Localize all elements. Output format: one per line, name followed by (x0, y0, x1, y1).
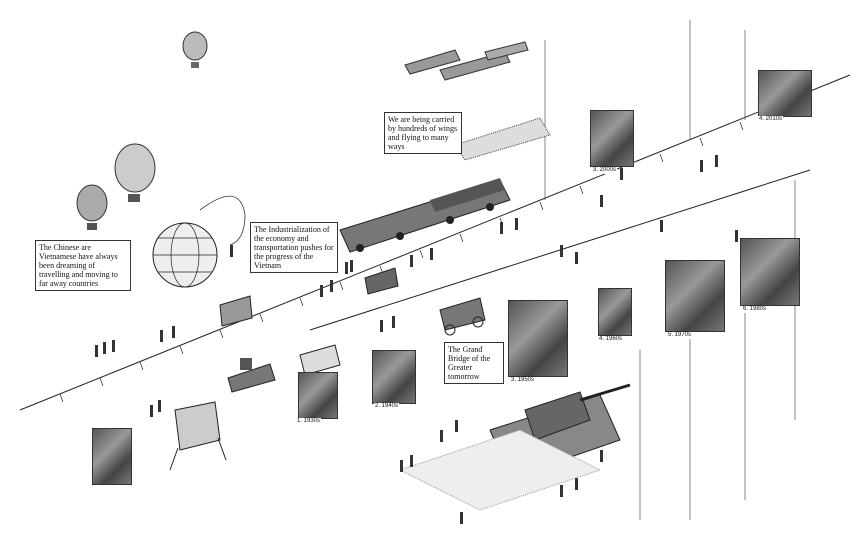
road-patch (398, 429, 602, 511)
photo-2000s (590, 110, 634, 167)
train-icon (339, 178, 511, 253)
annotation-plane: We are being carried by hundreds of wing… (384, 112, 462, 154)
globe-icon (152, 222, 218, 288)
caption-1: 1. 1930s (296, 418, 322, 425)
ship-icon (227, 358, 276, 393)
car-icon (299, 344, 341, 376)
caption-5: 5. 1970s (667, 332, 693, 339)
balloon-icon (182, 31, 208, 68)
photo-1990s (740, 238, 800, 306)
caption-8: 4. 2010s (758, 116, 784, 123)
leader-lines (544, 20, 796, 520)
annotation-dream: The Chinese are Vietnamese have always b… (35, 240, 131, 291)
balloon-icon (114, 143, 156, 202)
plane-icon (404, 41, 529, 81)
cart-icon (219, 295, 253, 327)
timeline-axis-main (19, 74, 851, 411)
balloon-icon (76, 184, 108, 230)
photo-1950s (372, 350, 416, 404)
photo-2010s (758, 70, 812, 117)
crowd-figures (95, 155, 738, 524)
caption-2: 2. 1940s (374, 403, 400, 410)
caption-7: 3. 2000s (592, 167, 618, 174)
photo-1980s (665, 260, 725, 332)
photo-1970s (598, 288, 632, 336)
lunar-module-icon (169, 401, 227, 471)
swirl-line (199, 195, 246, 246)
caption-4: 4. 1960s (598, 336, 624, 343)
carriage-icon (439, 297, 486, 336)
runway (454, 117, 551, 161)
annotation-industry: The Industrialization of the economy and… (250, 222, 338, 273)
photo-1940s (298, 372, 338, 419)
photo-1960s (508, 300, 568, 377)
car-icon (364, 267, 399, 295)
annotation-helmets: The Grand Bridge of the Greater tomorrow (444, 342, 504, 384)
caption-3: 3. 1950s (510, 377, 536, 384)
photo-1930s (92, 428, 132, 485)
caption-6: 6. 1980s (742, 306, 768, 313)
